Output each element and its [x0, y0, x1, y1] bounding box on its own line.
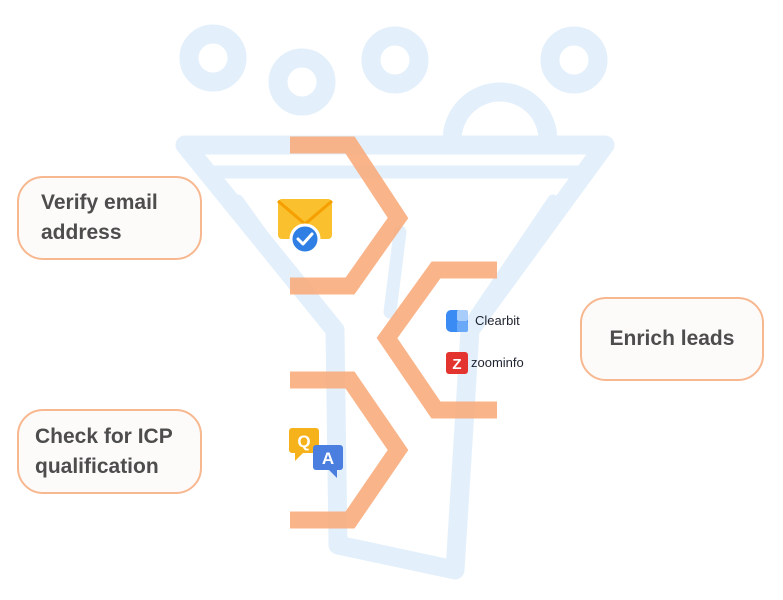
- flow-chevrons: [290, 136, 497, 529]
- step-enrich-leads: Enrich leads: [580, 297, 764, 381]
- step-icp-qualification: Check for ICP qualification: [17, 409, 202, 494]
- chevron-left-middle: [376, 261, 497, 419]
- step-verify-email: Verify email address: [17, 176, 202, 260]
- check-icon: [296, 232, 314, 246]
- funnel-drip: [383, 225, 407, 319]
- qa-icon: Q A: [289, 428, 343, 478]
- check-badge: [289, 223, 321, 255]
- step-icp-line1: Check for ICP: [35, 424, 173, 448]
- step-verify-email-text: Verify email address: [41, 188, 158, 248]
- step-icp-line2: qualification: [35, 454, 159, 478]
- funnel-ball: [179, 24, 247, 92]
- step-icp-qualification-text: Check for ICP qualification: [35, 422, 173, 482]
- step-verify-email-line1: Verify email: [41, 191, 158, 214]
- zoominfo-label: zoominfo: [471, 355, 524, 370]
- qa-a-glyph: A: [322, 449, 334, 468]
- step-enrich-label: Enrich leads: [609, 327, 735, 350]
- funnel-graphic: [175, 24, 615, 580]
- zoominfo-logo: Z zoominfo: [446, 352, 524, 374]
- funnel-inner-right: [459, 194, 559, 336]
- verified-email-icon: [277, 199, 333, 255]
- clearbit-label: Clearbit: [475, 313, 520, 328]
- funnel-inner-left: [232, 194, 341, 341]
- qa-q-glyph: Q: [297, 432, 310, 451]
- funnel-ball: [268, 48, 336, 116]
- funnel-dome: [442, 82, 558, 150]
- clearbit-logo: Clearbit: [446, 310, 520, 332]
- chevron-right-top: [290, 136, 409, 295]
- funnel-ball: [540, 26, 608, 94]
- chevron-right-bottom: [290, 371, 409, 529]
- step-verify-email-line2: address: [41, 221, 122, 244]
- funnel-ball: [361, 26, 429, 94]
- zoominfo-mark: Z: [452, 356, 461, 373]
